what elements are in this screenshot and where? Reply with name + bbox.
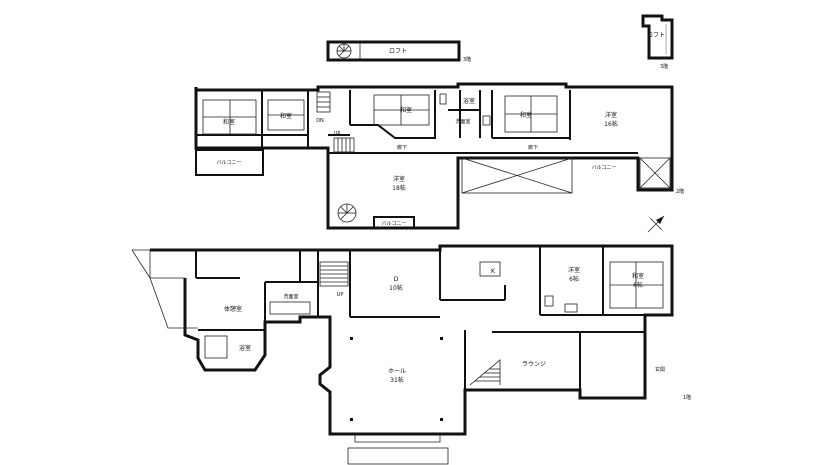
tatami-grid-1 [202, 99, 257, 135]
first-floor: 体憩室 浴室 洗面室 UP D 10帖 K 洋室 6帖 和室 6帖 ホール 31… [131, 244, 691, 465]
hall-entry-step [354, 434, 441, 443]
balcony-bottom-label: バルコニー [382, 221, 407, 227]
tatami-grid-4 [504, 95, 558, 133]
tatami-grid-1f [609, 261, 664, 309]
spiral-stair-loft [336, 43, 352, 59]
floor-label-2f: 2階 [676, 188, 684, 195]
floor-label-3f-b: 3階 [660, 63, 668, 70]
kyuukei-label: 体憩室 [224, 305, 242, 313]
senmen-2f-label: 洗面室 [455, 118, 470, 125]
genkan-label: 玄関 [655, 366, 665, 373]
second-floor: バルコニー [194, 82, 684, 230]
youshitsu-16-size: 16帖 [604, 120, 618, 128]
washitsu-3-label: 和室 [400, 106, 412, 114]
balcony-left [195, 149, 264, 176]
youshitsu-1f-name: 洋室 [568, 266, 580, 274]
k-label: K [491, 268, 496, 275]
stair-2f-top [316, 91, 331, 113]
balcony-left-label: バルコニー [217, 160, 242, 166]
second-floor-outer-wall [194, 82, 674, 230]
bath-2f-label: 浴室 [463, 97, 475, 105]
first-floor-outer-wall [150, 244, 674, 436]
dn-label: DN [316, 118, 324, 124]
loft-small-outline [641, 14, 674, 60]
roka-1-label: 廊下 [397, 144, 407, 151]
north-arrow-icon [647, 215, 665, 233]
tatami-grid-3 [373, 94, 430, 126]
roka-2-label: 廊下 [528, 144, 538, 151]
loft-room-outline [326, 40, 461, 62]
hall-name-label: ホール [388, 368, 406, 375]
floor-label-3f-a: 3階 [463, 56, 471, 63]
hall-size-label: 31帖 [390, 376, 404, 384]
terrace-outline [132, 249, 198, 329]
youshitsu-16-name: 洋室 [605, 111, 617, 119]
floor-label-1f: 1階 [683, 394, 691, 401]
void-small [639, 157, 671, 189]
up-label-1f: UP [337, 292, 344, 298]
balcony-bottom [373, 216, 415, 229]
senmen-1f-label: 洗面室 [283, 293, 298, 300]
bath-1f-label: 浴室 [239, 344, 251, 352]
youshitsu-18-name: 洋室 [393, 175, 405, 183]
loft-small-label: ロフト [647, 32, 665, 39]
washitsu-2-label: 和室 [280, 112, 292, 120]
loft-floor: ロフト ロフト 3階 3階 [326, 14, 674, 70]
bathtub [204, 335, 228, 359]
youshitsu-1f-size: 6帖 [569, 275, 579, 283]
loft-label: ロフト [389, 48, 407, 55]
void-area [461, 157, 573, 194]
stair-2f [333, 137, 355, 153]
d-size-label: 10帖 [389, 284, 403, 292]
tatami-grid-2 [267, 99, 305, 131]
stair-lounge [469, 359, 501, 386]
washitsu-1-label: 和室 [223, 118, 235, 126]
youshitsu-18-size: 18帖 [392, 184, 406, 192]
washitsu-1f-name: 和室 [632, 272, 644, 280]
spiral-stair-2f [337, 203, 357, 223]
washitsu-4-label: 和室 [520, 111, 532, 119]
d-name-label: D [394, 276, 399, 283]
up-label-2f: UP [334, 131, 341, 137]
balcony-right-label: バルコニー [592, 165, 617, 171]
washitsu-1f-size: 6帖 [633, 281, 643, 289]
stair-1f [319, 261, 349, 287]
lounge-label: ラウンジ [522, 360, 546, 368]
